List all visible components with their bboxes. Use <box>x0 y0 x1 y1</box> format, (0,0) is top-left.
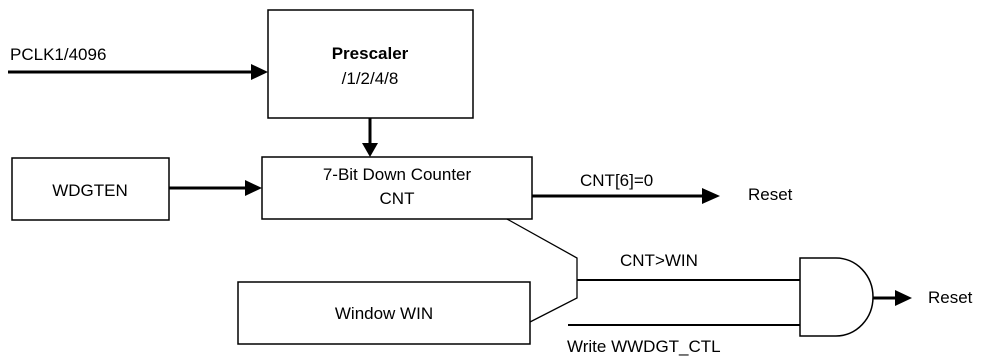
prescaler-subtitle: /1/2/4/8 <box>342 69 399 88</box>
and-out-arrow <box>895 290 912 306</box>
prescaler-title: Prescaler <box>332 44 409 63</box>
window-box <box>237 281 531 345</box>
cnt-zero-arrow <box>702 188 720 204</box>
cnt-gt-win-label: CNT>WIN <box>620 251 698 270</box>
reset-bottom-label: Reset <box>928 288 973 307</box>
counter-line1: 7-Bit Down Counter <box>323 165 472 184</box>
and-gate <box>799 257 874 337</box>
prescaler-to-counter-arrow <box>362 143 378 157</box>
write-ctl-label: Write WWDGT_CTL <box>567 337 721 356</box>
wdgten-arrow <box>245 180 262 196</box>
comparator-shape <box>506 218 578 323</box>
wdgten-label: WDGTEN <box>52 181 128 200</box>
pclk-arrow <box>251 64 268 80</box>
cnt-zero-label: CNT[6]=0 <box>580 171 653 190</box>
wdgten-box <box>11 157 170 221</box>
reset-top-label: Reset <box>748 185 793 204</box>
counter-line2: CNT <box>380 189 415 208</box>
prescaler-box <box>267 9 474 119</box>
down-counter-box <box>261 156 533 220</box>
pclk-label: PCLK1/4096 <box>10 45 106 64</box>
window-label: Window WIN <box>335 304 433 323</box>
